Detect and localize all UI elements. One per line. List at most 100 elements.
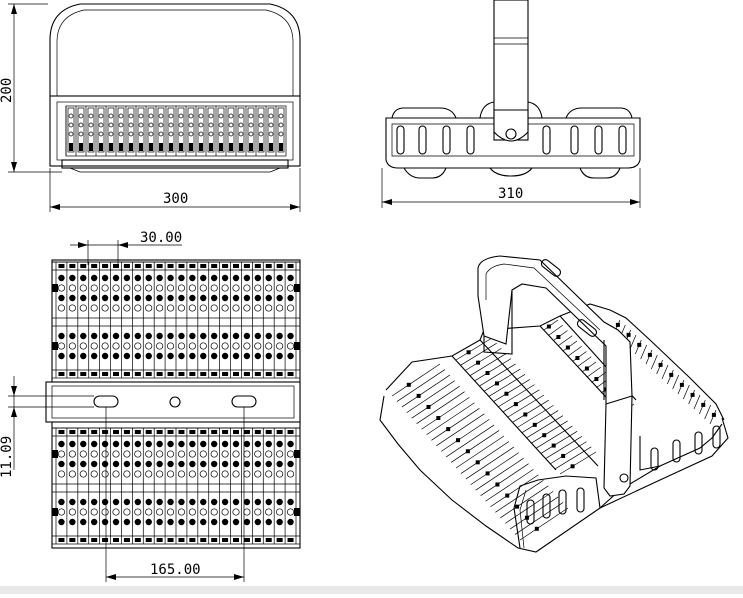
front-fin-hole (228, 131, 234, 137)
front-fin (197, 107, 205, 153)
plan-led (276, 460, 283, 468)
plan-led (221, 508, 229, 516)
plan-led (134, 284, 142, 292)
plan-led (167, 518, 174, 526)
plan-led (265, 470, 273, 478)
plan-fin-clip (287, 430, 294, 434)
plan-led (57, 450, 66, 458)
plan-led (134, 352, 142, 360)
front-fin-hole (178, 113, 184, 119)
plan-led (232, 284, 240, 292)
dim-front-width: 300 (49, 168, 301, 212)
plan-led (232, 274, 240, 282)
plan-led (57, 304, 66, 312)
plan-led (210, 304, 218, 312)
plan-led (287, 352, 294, 360)
plan-led (90, 352, 98, 360)
plan-led (69, 440, 76, 448)
plan-led (123, 518, 131, 526)
iso-fin-dot (626, 332, 631, 337)
plan-led (210, 518, 218, 526)
plan-led (199, 284, 207, 292)
front-fin-hole (248, 113, 254, 119)
plan-led (200, 274, 207, 282)
front-fin-tab (229, 143, 233, 151)
iso-fin (441, 419, 490, 452)
front-fin-hole (268, 131, 274, 137)
front-fin-tab (239, 143, 243, 151)
dim-side-width: 310 (381, 168, 641, 208)
plan-led (90, 274, 98, 282)
front-fin-hole (68, 113, 74, 119)
plan-fin-clip (211, 264, 218, 268)
iso-slot (650, 447, 659, 471)
plan-led (167, 294, 174, 302)
plan-led (112, 498, 120, 506)
front-fin-hole (268, 113, 274, 119)
front-fin-hole (228, 122, 234, 128)
plan-led (145, 470, 153, 478)
plan-led (265, 304, 273, 312)
plan-led (112, 332, 120, 340)
side-slot (618, 125, 627, 155)
plan-fin-clip (211, 430, 218, 434)
plan-led (210, 332, 218, 340)
plan-led (178, 352, 185, 360)
plan-side-tab (294, 284, 300, 292)
front-fin-hole (228, 113, 234, 119)
plan-led (145, 508, 153, 516)
plan-led (221, 274, 229, 282)
iso-fin-dot (647, 352, 652, 357)
plan-led (254, 440, 262, 448)
plan-led (80, 294, 87, 302)
iso-fin-dot (669, 372, 674, 377)
plan-led (232, 332, 240, 340)
plan-side-tab (52, 284, 58, 292)
front-fin-hole (218, 131, 224, 137)
front-fin-hole (218, 122, 224, 128)
plan-led (123, 498, 131, 506)
iso-fin-dot (416, 393, 421, 398)
iso-fin-dot (637, 342, 642, 347)
plan-led (210, 450, 218, 458)
plan-led (101, 342, 109, 350)
plan-led (265, 450, 273, 458)
plan-spacing-label: 165.00 (150, 562, 201, 578)
front-fin (267, 107, 275, 153)
iso-fin-dot (466, 350, 471, 355)
plan-fin-clip (200, 372, 207, 376)
plan-led (265, 498, 272, 506)
plan-led (101, 498, 109, 506)
plan-led (57, 508, 66, 516)
plan-led (210, 498, 218, 506)
front-fin (217, 107, 225, 153)
plan-led (232, 450, 240, 458)
plan-led (156, 450, 164, 458)
plan-led (90, 508, 98, 516)
front-fin (67, 107, 75, 153)
plan-fin-clip (102, 264, 109, 268)
front-fin-tab (79, 143, 83, 151)
plan-fin-clip (178, 372, 185, 376)
front-fin-hole (158, 122, 164, 128)
front-fin-hole (258, 113, 264, 119)
iso-fin-dot (546, 324, 551, 329)
plan-led (134, 470, 142, 478)
plan-led (57, 470, 66, 478)
plan-led (232, 440, 240, 448)
plan-led (134, 440, 142, 448)
iso-fin (517, 405, 554, 428)
plan-fin-clip (58, 430, 65, 434)
plan-led (134, 304, 142, 312)
front-fin-hole (168, 131, 174, 137)
iso-fin (656, 359, 663, 375)
front-fin-hole (198, 113, 204, 119)
iso-fin (450, 430, 500, 463)
iso-fin (495, 480, 544, 513)
iso-slot (558, 489, 567, 515)
plan-fin-clip (58, 538, 65, 542)
plan-led (145, 274, 152, 282)
iso-fin-dot (475, 460, 480, 465)
iso-fin (688, 389, 695, 405)
front-fin-hole (248, 131, 254, 137)
